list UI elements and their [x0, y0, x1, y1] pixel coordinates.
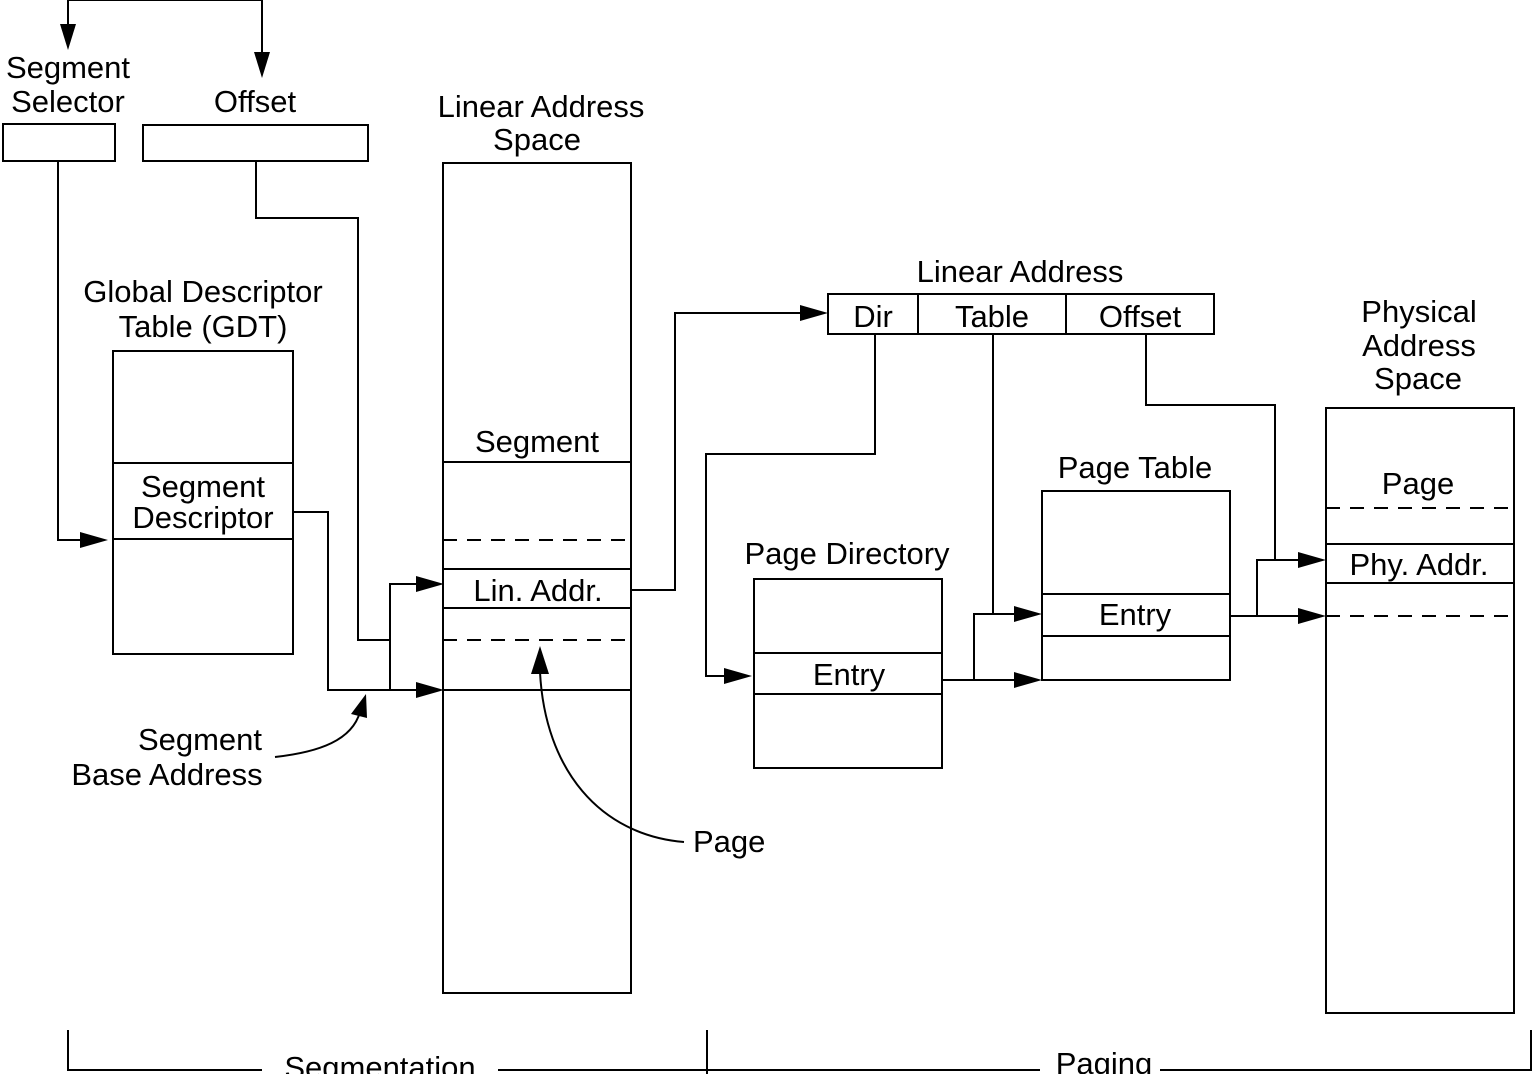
page-directory-title: Page Directory	[744, 536, 950, 571]
physical-address-space-title-line3: Space	[1374, 361, 1462, 396]
selector-to-gdt-connector	[57, 161, 82, 541]
offset-arrowhead	[254, 52, 270, 78]
segment-selector-label-line2: Selector	[11, 84, 125, 119]
dir-field-label: Dir	[853, 299, 893, 334]
segment-base-pointer-curve	[274, 711, 361, 758]
offset-field	[142, 124, 369, 162]
segment-base-address-label-line1: Segment	[138, 722, 262, 757]
page-table-entry-arrowhead	[1014, 606, 1042, 622]
adder-to-phy-addr-connector	[1256, 559, 1300, 616]
offset-label: Offset	[214, 84, 297, 119]
physical-address-space-column	[1325, 407, 1515, 1014]
physical-page-arrowhead	[1298, 608, 1326, 624]
linear-address-space-column	[442, 162, 632, 994]
lin-addr-arrowhead	[416, 576, 444, 592]
page-pointer-curve	[539, 671, 685, 843]
gdt-title-line1: Global Descriptor	[83, 274, 322, 309]
adder-to-lin-addr-connector	[389, 583, 418, 690]
page-table-title: Page Table	[1058, 450, 1213, 485]
segment-descriptor-label-line1: Segment	[141, 469, 265, 504]
physical-page-label: Page	[1382, 466, 1454, 501]
segment-base-pointer-arrowhead	[351, 694, 367, 718]
lin-addr-to-linear-address-connector	[631, 312, 802, 591]
selector-arrowhead	[60, 24, 76, 50]
segment-selector-field	[2, 123, 116, 162]
page-table-group: Page Table Entry	[1041, 450, 1231, 681]
offset-to-adder-connector	[255, 161, 390, 641]
gdt-group: Global Descriptor Table (GDT) Segment De…	[83, 274, 323, 655]
page-directory-table	[753, 578, 943, 769]
adder-to-page-table-entry-connector	[973, 613, 1016, 680]
segment-selector-label-line1: Segment	[6, 50, 130, 85]
page-directory-entry-arrowhead	[724, 668, 752, 684]
gdt-table	[112, 350, 294, 655]
page-directory-entry-label: Entry	[813, 657, 886, 692]
physical-address-space-title-line1: Physical	[1361, 294, 1476, 329]
lin-addr-label: Lin. Addr.	[473, 573, 602, 608]
segmentation-label: Segmentation	[284, 1050, 475, 1074]
table-field-label: Table	[955, 299, 1029, 334]
phy-addr-label: Phy. Addr.	[1349, 547, 1488, 582]
phy-addr-arrowhead	[1298, 552, 1326, 568]
gdt-title-line2: Table (GDT)	[119, 309, 288, 344]
page-directory-group: Page Directory Entry	[744, 536, 950, 769]
segmentation-bracket: Segmentation	[67, 1030, 707, 1074]
paging-label: Paging	[1056, 1046, 1153, 1074]
logical-address-group: Segment Selector Offset	[2, 0, 369, 162]
linear-address-register	[827, 293, 1215, 335]
gdt-entry-arrowhead	[80, 532, 108, 548]
linear-space-page-label: Page	[693, 824, 765, 859]
linear-address-group: Linear Address Dir Table Offset	[827, 254, 1215, 335]
linear-address-title: Linear Address	[917, 254, 1124, 289]
paging-bracket: Paging	[707, 1030, 1532, 1074]
offset-field-label: Offset	[1099, 299, 1182, 334]
linear-address-arrowhead	[800, 305, 828, 321]
physical-address-space-group: Physical Address Space Page Phy. Addr.	[1325, 294, 1515, 1014]
segment-base-arrowhead	[416, 682, 444, 698]
segment-descriptor-label-line2: Descriptor	[132, 500, 273, 535]
dir-to-page-directory-connector	[705, 334, 876, 677]
offset-to-phy-addr-connector	[1145, 334, 1276, 560]
segment-base-address-label-line2: Base Address	[71, 757, 262, 792]
logical-address-top-connector	[67, 0, 263, 55]
linear-address-space-title-line1: Linear Address	[438, 89, 645, 124]
physical-address-space-title-line2: Address	[1362, 328, 1476, 363]
segmentation-bracket-left	[67, 1030, 262, 1071]
page-table-entry-label: Entry	[1099, 597, 1172, 632]
linear-space-segment-label: Segment	[475, 424, 599, 459]
page-table-base-arrowhead	[1014, 672, 1042, 688]
page-table-table	[1041, 490, 1231, 681]
linear-address-space-title-line2: Space	[493, 122, 581, 157]
page-pointer-arrowhead	[531, 646, 549, 674]
descriptor-to-base-connector	[293, 511, 418, 691]
paging-bracket-right	[1160, 1030, 1532, 1071]
linear-address-space-group: Linear Address Space Segment Lin. Addr.	[438, 89, 645, 994]
